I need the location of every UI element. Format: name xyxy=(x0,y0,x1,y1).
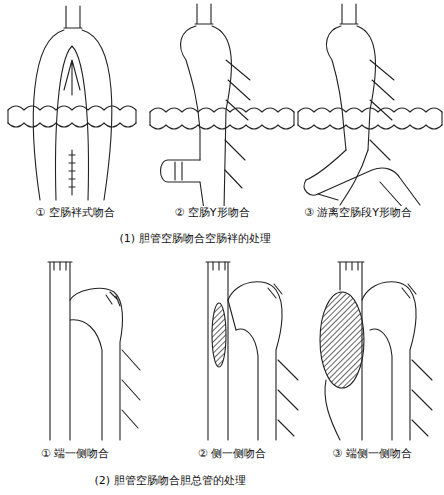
figure-label: ② 空肠Y形吻合 xyxy=(173,206,250,219)
figure-label: ① 端一侧吻合 xyxy=(40,447,110,460)
figure-label: ③ 端侧一侧吻合 xyxy=(331,447,412,460)
figure-label: ③ 游离空肠段Y形吻合 xyxy=(303,206,413,219)
figure-label: ② 侧一侧吻合 xyxy=(197,447,267,460)
figure-caption: (1) 胆管空肠吻合空肠袢的处理 xyxy=(118,232,271,245)
figure-caption: (2) 胆管空肠吻合胆总管的处理 xyxy=(93,474,246,487)
figure-label: ① 空肠袢式吻合 xyxy=(34,206,115,219)
